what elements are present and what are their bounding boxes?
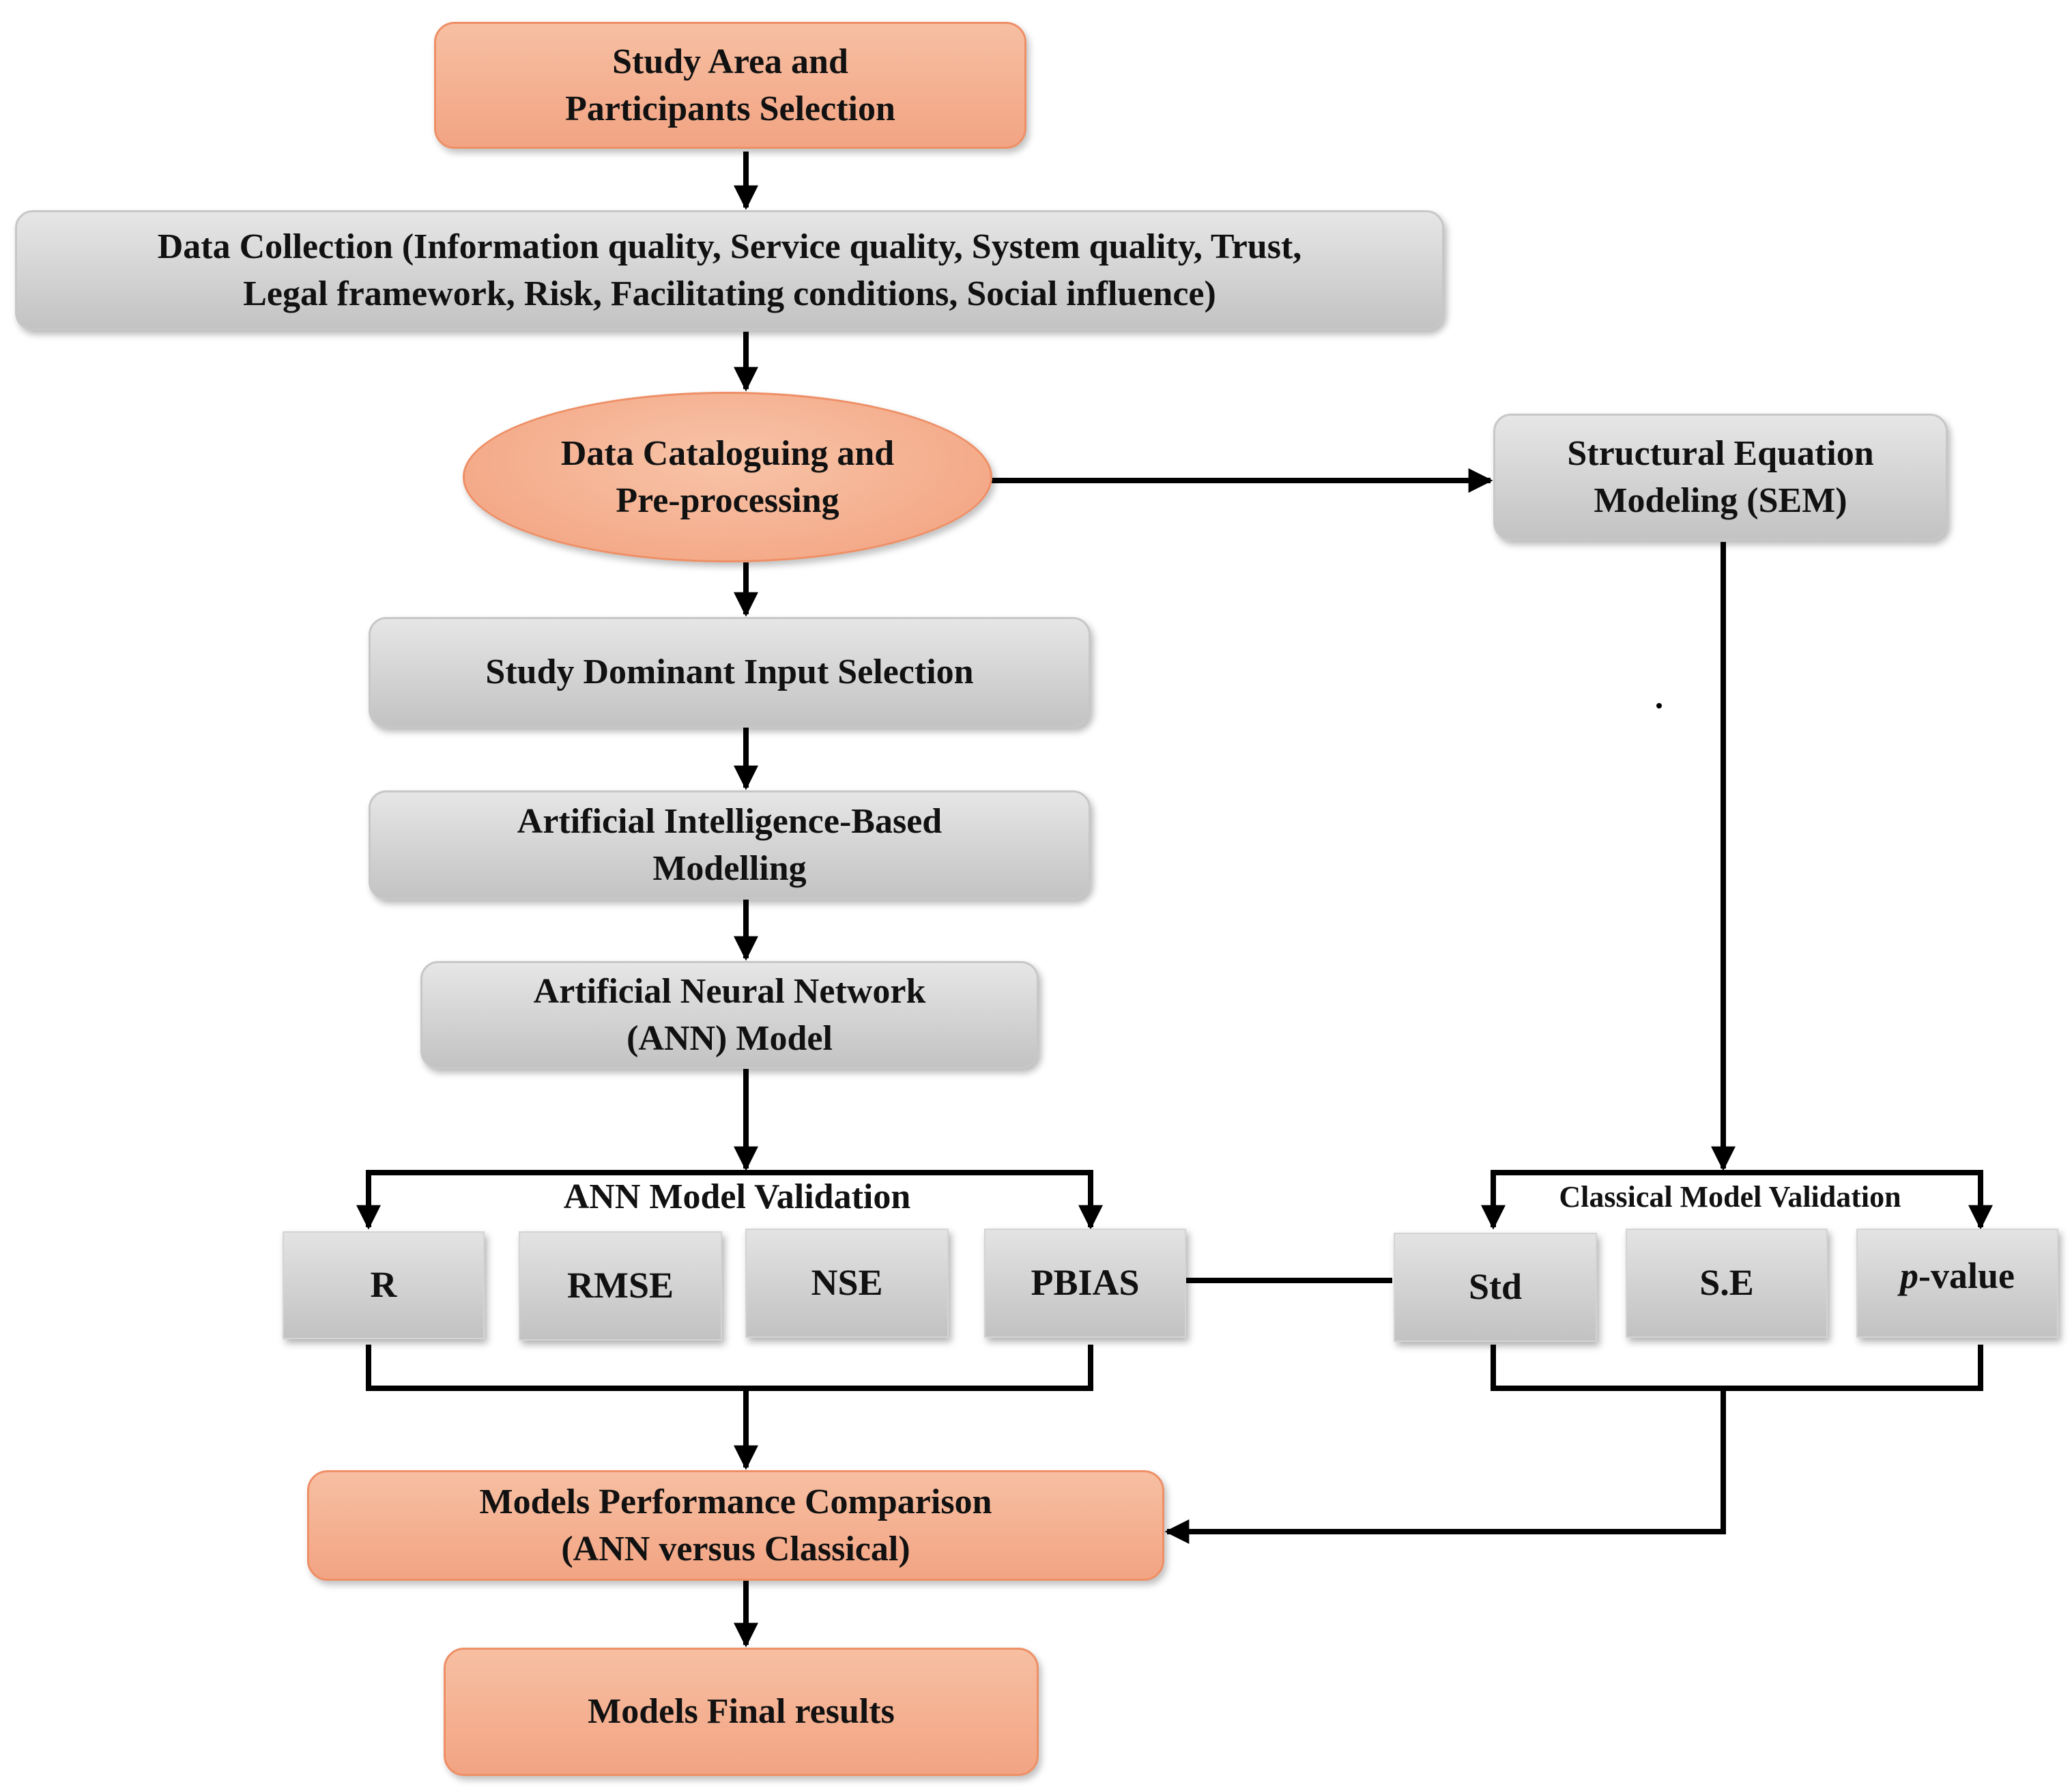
ann-validation-bracket <box>366 1170 1093 1226</box>
final-results-node: Models Final results <box>444 1648 1039 1776</box>
data-collection-label: Data Collection (Information quality, Se… <box>157 227 1302 313</box>
dominant-input-label: Study Dominant Input Selection <box>485 653 974 692</box>
metric-r-label: R <box>370 1264 397 1306</box>
arrow-classical-to-comparison <box>1164 1388 1726 1544</box>
metric-pvalue-label: p-value <box>1900 1252 2015 1301</box>
sem-node: Structural Equation Modeling (SEM) <box>1493 414 1948 541</box>
metric-nse: NSE <box>745 1229 949 1338</box>
metric-pvalue: p-value <box>1856 1229 2058 1338</box>
dominant-input-node: Study Dominant Input Selection <box>369 617 1091 728</box>
classical-validation-title: Classical Model Validation <box>1559 1180 1901 1214</box>
metric-se: S.E <box>1626 1229 1828 1338</box>
ai-modelling-node: Artificial Intelligence-Based Modelling <box>369 790 1091 900</box>
final-results-label: Models Final results <box>588 1692 895 1732</box>
metric-rmse: RMSE <box>519 1231 722 1341</box>
study-area-label: Study Area and Participants Selection <box>565 42 895 128</box>
ai-modelling-label: Artificial Intelligence-Based Modelling <box>517 801 943 888</box>
classical-validation-bracket <box>1491 1170 1983 1226</box>
classical-bottom-bracket <box>1491 1345 1983 1391</box>
ann-bottom-bracket <box>366 1345 1093 1391</box>
metric-pbias-label: PBIAS <box>1031 1262 1140 1304</box>
data-cataloguing-label: Data Cataloguing and Pre-processing <box>560 433 895 520</box>
ann-validation-title: ANN Model Validation <box>563 1177 911 1216</box>
metric-se-label: S.E <box>1699 1262 1754 1304</box>
metric-r: R <box>283 1231 485 1339</box>
metric-rmse-label: RMSE <box>566 1265 674 1306</box>
metric-std-label: Std <box>1468 1266 1523 1308</box>
metric-nse-label: NSE <box>811 1262 883 1304</box>
metric-std: Std <box>1394 1233 1597 1342</box>
metric-pvalue-italic: p <box>1900 1255 1918 1296</box>
sem-label: Structural Equation Modeling (SEM) <box>1567 433 1874 520</box>
metric-pbias: PBIAS <box>984 1229 1186 1338</box>
stray-dot <box>1656 703 1662 708</box>
study-area-node: Study Area and Participants Selection <box>434 22 1026 149</box>
metric-pvalue-rest: -value <box>1918 1255 2015 1296</box>
data-collection-node: Data Collection (Information quality, Se… <box>15 210 1444 330</box>
data-cataloguing-node: Data Cataloguing and Pre-processing <box>463 392 992 562</box>
comparison-node: Models Performance Comparison (ANN versu… <box>307 1470 1164 1581</box>
comparison-label: Models Performance Comparison (ANN versu… <box>479 1482 992 1568</box>
ann-model-node: Artificial Neural Network (ANN) Model <box>420 961 1039 1069</box>
ann-model-label: Artificial Neural Network (ANN) Model <box>533 971 926 1058</box>
